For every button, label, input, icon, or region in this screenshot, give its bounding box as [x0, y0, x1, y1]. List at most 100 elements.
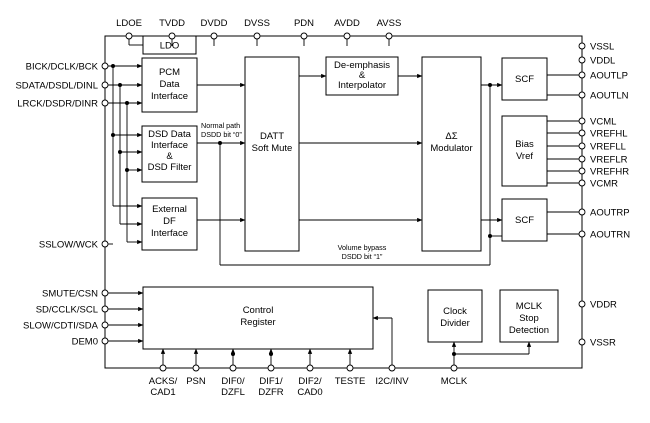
mclk-stop-label-2: Stop — [519, 313, 539, 324]
left-6-pin — [101, 321, 109, 329]
mclk-stop-label-1: MCLK — [516, 301, 543, 312]
scf-top-label: SCF — [515, 74, 534, 85]
right-13-pin — [578, 338, 586, 346]
ldo-label: LDO — [160, 41, 180, 52]
right-pin-label-10: AOUTRP — [590, 208, 630, 219]
dsd-label-1: DSD Data — [148, 129, 191, 140]
right-pin-label-12: VDDR — [590, 300, 617, 311]
left-pin-label-6: SLOW/CDTI/SDA — [23, 321, 99, 332]
right-pin-label-3: AOUTLN — [590, 91, 629, 102]
bottom-6-pin — [388, 364, 396, 372]
bottom-pin-label-0-b: CAD1 — [150, 387, 175, 398]
left-0-pin — [101, 62, 109, 70]
datt-label-1: DATT — [260, 131, 284, 142]
bottom-4-pin — [306, 364, 314, 372]
extdf-label-3: Interface — [151, 228, 188, 239]
left-7-pin — [101, 337, 109, 345]
bottom-pin-label-0-a: ACKS/ — [149, 376, 178, 387]
left-pin-label-0: BICK/DCLK/BCK — [26, 62, 99, 73]
left-1-pin — [101, 81, 109, 89]
right-pin-label-0: VSSL — [590, 42, 614, 53]
deemph-label-2: & — [359, 70, 366, 81]
datt-label-2: Soft Mute — [252, 143, 293, 154]
left-2-pin — [101, 99, 109, 107]
volume-bypass-note-1: Volume bypass — [338, 243, 387, 252]
right-pin-label-2: AOUTLP — [590, 71, 628, 82]
bottom-2-pin — [229, 364, 237, 372]
bottom-pin-label-5-a: TESTE — [335, 376, 366, 387]
clock-label-1: Clock — [443, 306, 467, 317]
clock-label-2: Divider — [440, 318, 470, 329]
right-6-pin — [578, 142, 586, 150]
top-pin-label-2: DVDD — [201, 18, 228, 29]
bottom-pin-label-3-a: DIF1/ — [259, 376, 283, 387]
right-pin-label-13: VSSR — [590, 338, 616, 349]
top-pin-label-6: AVSS — [377, 18, 402, 29]
dsd-label-3: & — [166, 151, 173, 162]
right-pin-label-7: VREFLR — [590, 155, 628, 166]
right-9-pin — [578, 179, 586, 187]
control-label-1: Control — [243, 305, 274, 316]
bottom-pin-label-4-b: CAD0 — [297, 387, 322, 398]
bottom-1-pin — [192, 364, 200, 372]
modulator-block — [421, 56, 482, 252]
bottom-pin-label-2-a: DIF0/ — [221, 376, 245, 387]
top-pin-label-5: AVDD — [334, 18, 360, 29]
deemph-label-3: Interpolator — [338, 80, 386, 91]
pcm-block — [141, 57, 198, 113]
external-df-block — [141, 197, 198, 251]
normal-path-note-1: Normal path — [201, 121, 240, 130]
right-1-pin — [578, 56, 586, 64]
top-pin-label-3: DVSS — [244, 18, 270, 29]
pcm-label-1: PCM — [159, 67, 180, 78]
left-4-pin — [101, 289, 109, 297]
bottom-5-pin — [346, 364, 354, 372]
top-0-pin — [125, 32, 133, 40]
extdf-label-1: External — [152, 204, 187, 215]
bottom-pin-label-2-b: DZFL — [221, 387, 245, 398]
top-2-pin — [210, 32, 218, 40]
left-pin-label-1: SDATA/DSDL/DINL — [15, 81, 98, 92]
mclk-stop-detection-block — [499, 289, 559, 343]
modulator-label-1: ΔΣ — [445, 131, 457, 142]
top-pin-label-1: TVDD — [159, 18, 185, 29]
bias-label-2: Vref — [516, 151, 533, 162]
right-pin-label-11: AOUTRN — [590, 230, 630, 241]
left-pin-label-3: SSLOW/WCK — [39, 240, 99, 251]
bottom-pin-label-6-a: I2C/INV — [375, 376, 409, 387]
bias-label-1: Bias — [515, 139, 534, 150]
left-pin-label-2: LRCK/DSDR/DINR — [17, 99, 98, 110]
right-pin-label-8: VREFHR — [590, 167, 629, 178]
right-pin-label-1: VDDL — [590, 56, 615, 67]
right-7-pin — [578, 155, 586, 163]
top-4-pin — [300, 32, 308, 40]
right-12-pin — [578, 300, 586, 308]
clock-divider-block — [427, 289, 483, 343]
bottom-pin-label-4-a: DIF2/ — [298, 376, 322, 387]
top-3-pin — [253, 32, 261, 40]
left-pin-label-4: SMUTE/CSN — [42, 289, 98, 300]
control-label-2: Register — [240, 317, 275, 328]
bottom-pin-label-1-a: PSN — [186, 376, 206, 387]
right-4-pin — [578, 117, 586, 125]
chip-outline — [104, 35, 583, 369]
bias-vref-block — [501, 115, 548, 187]
dsd-block — [141, 125, 198, 183]
right-0-pin — [578, 42, 586, 50]
volume-bypass-note-2: DSDD bit “1” — [342, 252, 383, 261]
right-11-pin — [578, 230, 586, 238]
right-pin-label-4: VCML — [590, 117, 616, 128]
left-pin-label-5: SD/CCLK/SCL — [36, 305, 98, 316]
right-pin-label-6: VREFLL — [590, 142, 626, 153]
top-5-pin — [343, 32, 351, 40]
datt-block — [244, 56, 300, 252]
bottom-3-pin — [267, 364, 275, 372]
right-2-pin — [578, 71, 586, 79]
right-3-pin — [578, 91, 586, 99]
top-1-pin — [168, 32, 176, 40]
pcm-label-3: Interface — [151, 91, 188, 102]
mclk-stop-label-3: Detection — [509, 325, 549, 336]
dsd-label-4: DSD Filter — [148, 162, 192, 173]
left-3-pin — [101, 240, 109, 248]
right-pin-label-5: VREFHL — [590, 129, 627, 140]
